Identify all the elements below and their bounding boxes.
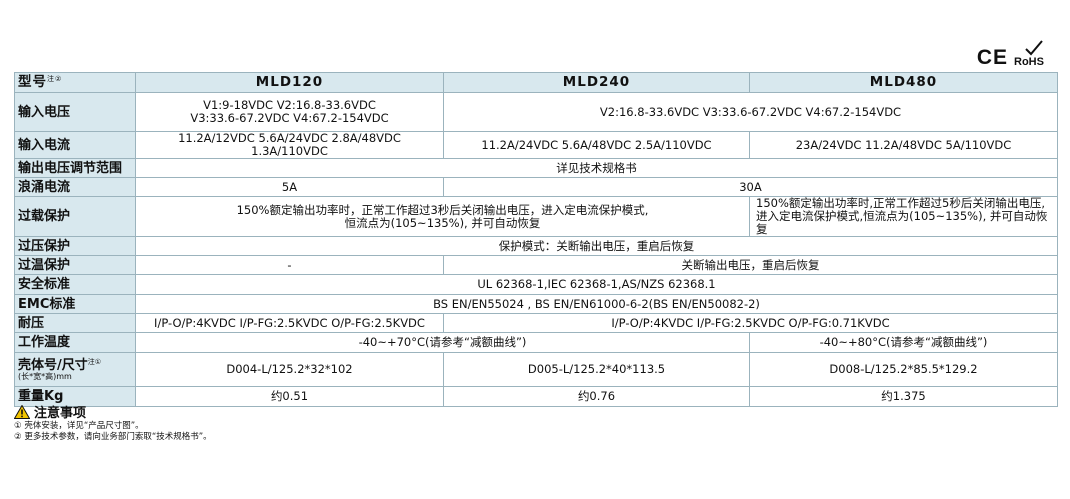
weight-mld240: 约0.76 [443, 386, 750, 407]
label-weight: 重量Kg [14, 386, 136, 407]
note-item-2: ② 更多技术参数，请向业务部门索取“技术规格书”。 [14, 432, 212, 442]
weight-mld120: 约0.51 [135, 386, 444, 407]
overload-mld120-240-line1: 150%额定输出功率时，正常工作超过3秒后关闭输出电压，进入定电流保护模式, [236, 202, 649, 217]
withstand-mld240-480: I/P-O/P:4KVDC I/P-FG:2.5KVDC O/P-FG:0.71… [443, 313, 1058, 333]
overload-mld480-line1: 150%额定输出功率时,正常工作超过5秒后关闭输出电压, [756, 196, 1046, 210]
withstand-mld120: I/P-O/P:4KVDC I/P-FG:2.5KVDC O/P-FG:2.5K… [135, 313, 444, 333]
case-sub-label: (长*宽*高)mm [18, 371, 72, 381]
model-label-cell: 型号注② [14, 72, 136, 93]
input-voltage-mld120-line2: V3:33.6-67.2VDC V4:67.2-154VDC [190, 111, 389, 125]
model-note: 注② [47, 75, 63, 83]
header-row: 型号注② MLD120 MLD240 MLD480 [14, 72, 1058, 93]
inrush-mld240-480: 30A [443, 177, 1058, 197]
model-mld240: MLD240 [443, 72, 750, 93]
rohs-label: RoHS [1014, 56, 1044, 68]
label-withstand: 耐压 [14, 313, 136, 333]
row-safety: 安全标准 UL 62368-1,IEC 62368-1,AS/NZS 62368… [14, 274, 1058, 295]
temp-mld480: -40~+80°C(请参考“减额曲线”) [749, 332, 1058, 353]
label-safety: 安全标准 [14, 274, 136, 295]
row-overvoltage: 过压保护 保护模式：关断输出电压，重启后恢复 [14, 236, 1058, 256]
overtemp-mld240-480: 关断输出电压，重启后恢复 [443, 255, 1058, 275]
label-input-current: 输入电流 [14, 131, 136, 159]
notes-title: 注意事项 [14, 402, 212, 421]
row-input-current: 输入电流 11.2A/12VDC 5.6A/24VDC 2.8A/48VDC 1… [14, 131, 1058, 159]
label-emc: EMC标准 [14, 294, 136, 314]
model-mld120: MLD120 [135, 72, 444, 93]
label-output-adjust: 输出电压调节范围 [14, 158, 136, 178]
ce-mark: CE [976, 46, 1008, 69]
inrush-mld120: 5A [135, 177, 444, 197]
safety-value: UL 62368-1,IEC 62368-1,AS/NZS 62368.1 [135, 274, 1058, 295]
case-mld120: D004-L/125.2*32*102 [135, 352, 444, 387]
overtemp-mld120: - [135, 255, 444, 275]
rohs-check-icon [1025, 40, 1043, 56]
row-emc: EMC标准 BS EN/EN55024 , BS EN/EN61000-6-2(… [14, 294, 1058, 314]
row-output-adjust: 输出电压调节范围 详见技术规格书 [14, 158, 1058, 178]
temp-mld120-240: -40~+70°C(请参考“减额曲线”) [135, 332, 750, 353]
row-input-voltage: 输入电压 V1:9-18VDC V2:16.8-33.6VDC V3:33.6-… [14, 92, 1058, 132]
row-weight: 重量Kg 约0.51 约0.76 约1.375 [14, 386, 1058, 407]
row-overtemp: 过温保护 - 关断输出电压，重启后恢复 [14, 255, 1058, 275]
certification-marks: CE RoHS [977, 40, 1044, 68]
overload-mld120-240-line2: 恒流点为(105~135%), 并可自动恢复 [344, 215, 541, 230]
input-current-mld120: 11.2A/12VDC 5.6A/24VDC 2.8A/48VDC 1.3A/1… [135, 131, 444, 159]
label-input-voltage: 输入电压 [14, 92, 136, 132]
overload-mld480: 150%额定输出功率时,正常工作超过5秒后关闭输出电压, 进入定电流保护模式,恒… [749, 196, 1058, 237]
emc-value: BS EN/EN55024 , BS EN/EN61000-6-2(BS EN/… [135, 294, 1058, 314]
case-label: 壳体号/尺寸 [18, 357, 88, 373]
label-case: 壳体号/尺寸注① (长*宽*高)mm [14, 352, 136, 387]
input-voltage-mld240-480: V2:16.8-33.6VDC V3:33.6-67.2VDC V4:67.2-… [443, 92, 1058, 132]
input-current-mld240: 11.2A/24VDC 5.6A/48VDC 2.5A/110VDC [443, 131, 750, 159]
weight-mld480: 约1.375 [749, 386, 1058, 407]
notes-section: 注意事项 ① 壳体安装，详见“产品尺寸图”。 ② 更多技术参数，请向业务部门索取… [14, 402, 212, 443]
label-overvoltage: 过压保护 [14, 236, 136, 256]
spec-table: 型号注② MLD120 MLD240 MLD480 输入电压 V1:9-18VD… [14, 72, 1058, 407]
input-current-mld480: 23A/24VDC 11.2A/48VDC 5A/110VDC [749, 131, 1058, 159]
row-withstand: 耐压 I/P-O/P:4KVDC I/P-FG:2.5KVDC O/P-FG:2… [14, 313, 1058, 333]
rohs-mark: RoHS [1014, 40, 1044, 68]
output-adjust-value: 详见技术规格书 [135, 158, 1058, 178]
label-overtemp: 过温保护 [14, 255, 136, 275]
note-item-1: ① 壳体安装，详见“产品尺寸图”。 [14, 421, 144, 431]
overvoltage-value: 保护模式：关断输出电压，重启后恢复 [135, 236, 1058, 256]
label-inrush: 浪涌电流 [14, 177, 136, 197]
case-mld480: D008-L/125.2*85.5*129.2 [749, 352, 1058, 387]
model-label: 型号 [18, 74, 47, 90]
row-case: 壳体号/尺寸注① (长*宽*高)mm D004-L/125.2*32*102 D… [14, 352, 1058, 387]
case-mld240: D005-L/125.2*40*113.5 [443, 352, 750, 387]
row-temp: 工作温度 -40~+70°C(请参考“减额曲线”) -40~+80°C(请参考“… [14, 332, 1058, 353]
overload-mld120-240: 150%额定输出功率时，正常工作超过3秒后关闭输出电压，进入定电流保护模式, 恒… [135, 196, 750, 237]
notes-title-text: 注意事项 [34, 406, 87, 421]
row-inrush: 浪涌电流 5A 30A [14, 177, 1058, 197]
case-note: 注① [87, 357, 102, 366]
row-overload: 过载保护 150%额定输出功率时，正常工作超过3秒后关闭输出电压，进入定电流保护… [14, 196, 1058, 237]
model-mld480: MLD480 [749, 72, 1058, 93]
warning-icon [14, 404, 30, 419]
label-overload: 过载保护 [14, 196, 136, 237]
input-voltage-mld120-line1: V1:9-18VDC V2:16.8-33.6VDC [203, 98, 376, 112]
overload-mld480-line2: 进入定电流保护模式,恒流点为(105~135%), 并可自动恢复 [756, 209, 1048, 236]
input-voltage-mld120: V1:9-18VDC V2:16.8-33.6VDC V3:33.6-67.2V… [135, 92, 444, 132]
label-temp: 工作温度 [14, 332, 136, 353]
